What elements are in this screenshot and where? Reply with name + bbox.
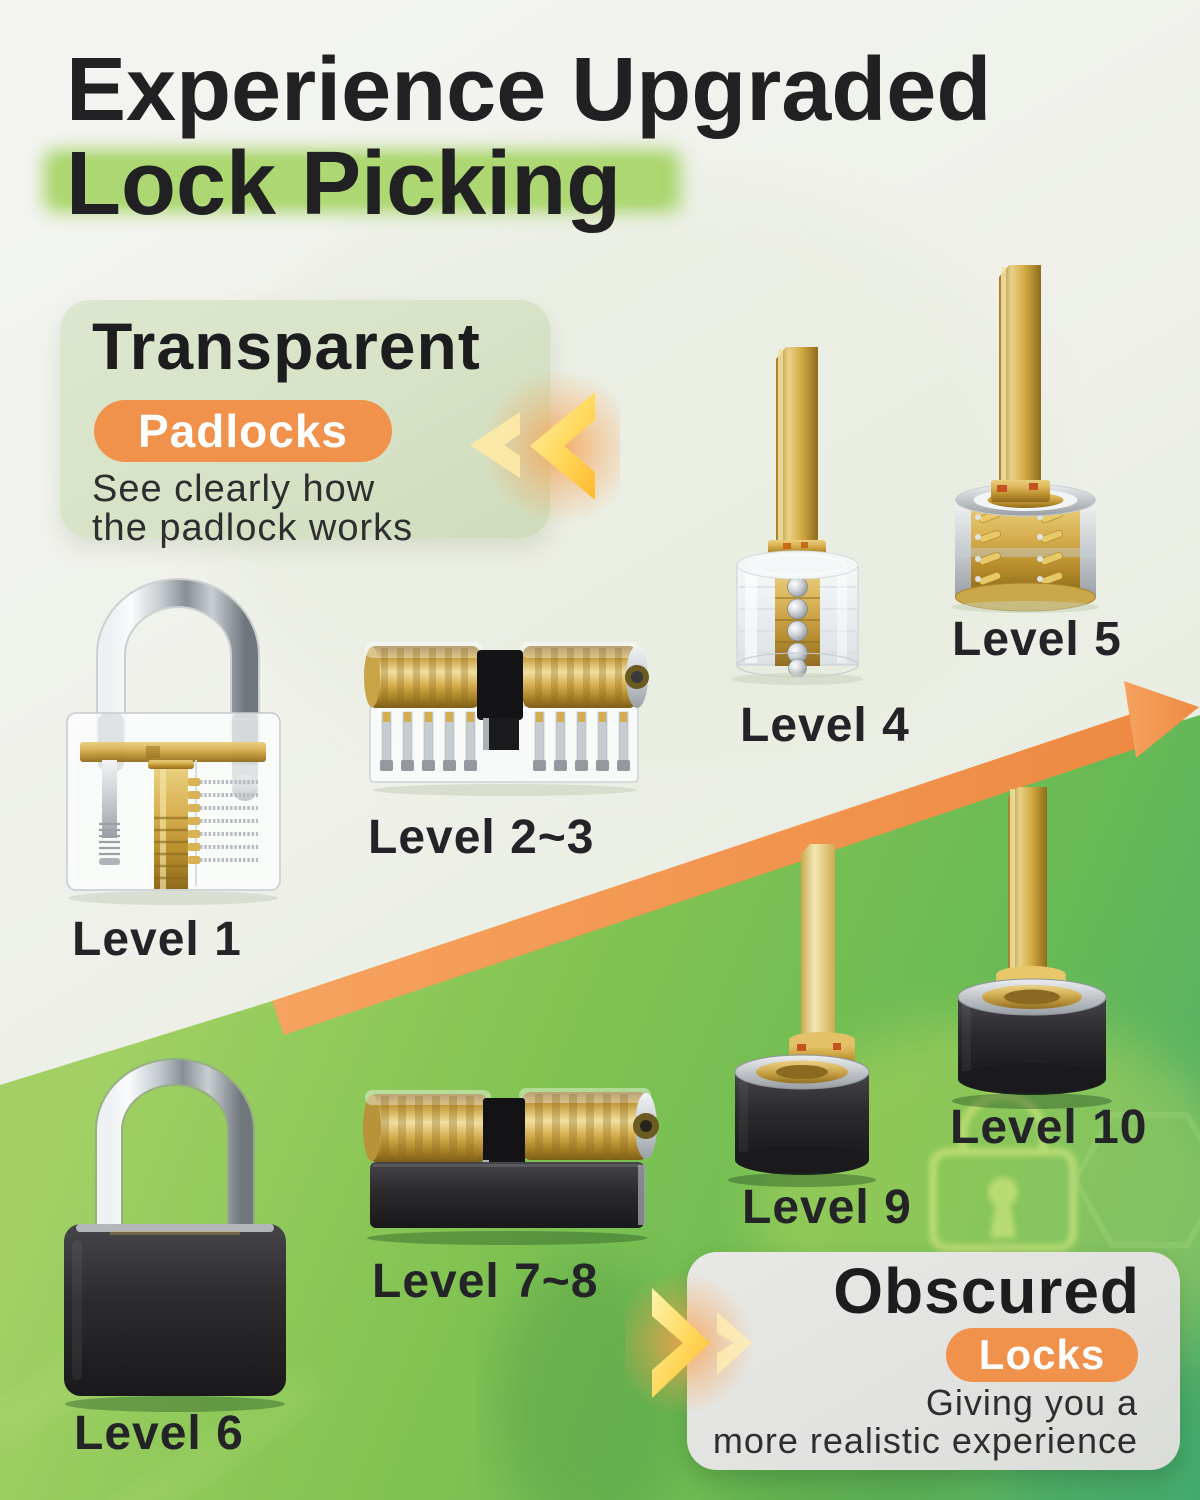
transparent-card-badge: Padlocks — [94, 400, 392, 462]
progress-arrow-icon — [272, 681, 1199, 1035]
level-10-lock-black-cylinder-key — [952, 787, 1112, 1109]
page-title-line2: Lock Picking — [66, 133, 622, 234]
obscured-card-desc-line2: more realistic experience — [712, 1419, 1138, 1461]
level-7-8-label: Level 7~8 — [372, 1255, 599, 1308]
level-9-lock-black-cylinder-key — [728, 844, 876, 1187]
obscured-card-badge: Locks — [946, 1328, 1138, 1382]
level-4-lock-clear-cylinder-key — [731, 347, 864, 685]
level-7-8-lock-obscured-cylinder — [363, 1088, 659, 1245]
level-4-label: Level 4 — [740, 699, 910, 752]
obscured-locks-card: Obscured Locks Giving you a more realist… — [687, 1252, 1180, 1470]
level-10-label: Level 10 — [950, 1101, 1148, 1154]
transparent-card-desc-line1: See clearly how — [92, 468, 376, 510]
double-chevron-left-icon — [470, 369, 620, 525]
level-9-label: Level 9 — [742, 1181, 912, 1234]
level-2-3-label: Level 2~3 — [368, 811, 595, 864]
page-title-line1: Experience Upgraded — [66, 40, 992, 140]
transparent-card-desc-line2: the padlock works — [92, 506, 414, 549]
level-5-lock-brass-cylinder-key — [951, 265, 1100, 613]
transparent-card-title: Transparent — [92, 309, 481, 383]
obscured-card-desc: Giving you a more realistic experience — [713, 1384, 1138, 1460]
obscured-card-title: Obscured — [833, 1255, 1140, 1327]
level-1-label: Level 1 — [72, 913, 242, 966]
double-chevron-right-icon — [625, 1271, 755, 1415]
page-title: Experience Upgraded Lock Picking — [66, 40, 992, 234]
transparent-card-desc: See clearly how the padlock works — [92, 470, 413, 548]
obscured-card-desc-line1: Giving you a — [925, 1382, 1138, 1423]
level-1-lock-transparent-padlock — [66, 578, 281, 905]
level-6-lock-black-padlock — [64, 1058, 286, 1412]
level-5-label: Level 5 — [952, 613, 1122, 666]
title-highlight-core — [60, 158, 660, 204]
transparent-padlocks-card: Transparent Padlocks See clearly how the… — [60, 300, 550, 547]
level-6-label: Level 6 — [74, 1407, 244, 1460]
level-2-3-lock-transparent-cylinder — [364, 642, 649, 796]
